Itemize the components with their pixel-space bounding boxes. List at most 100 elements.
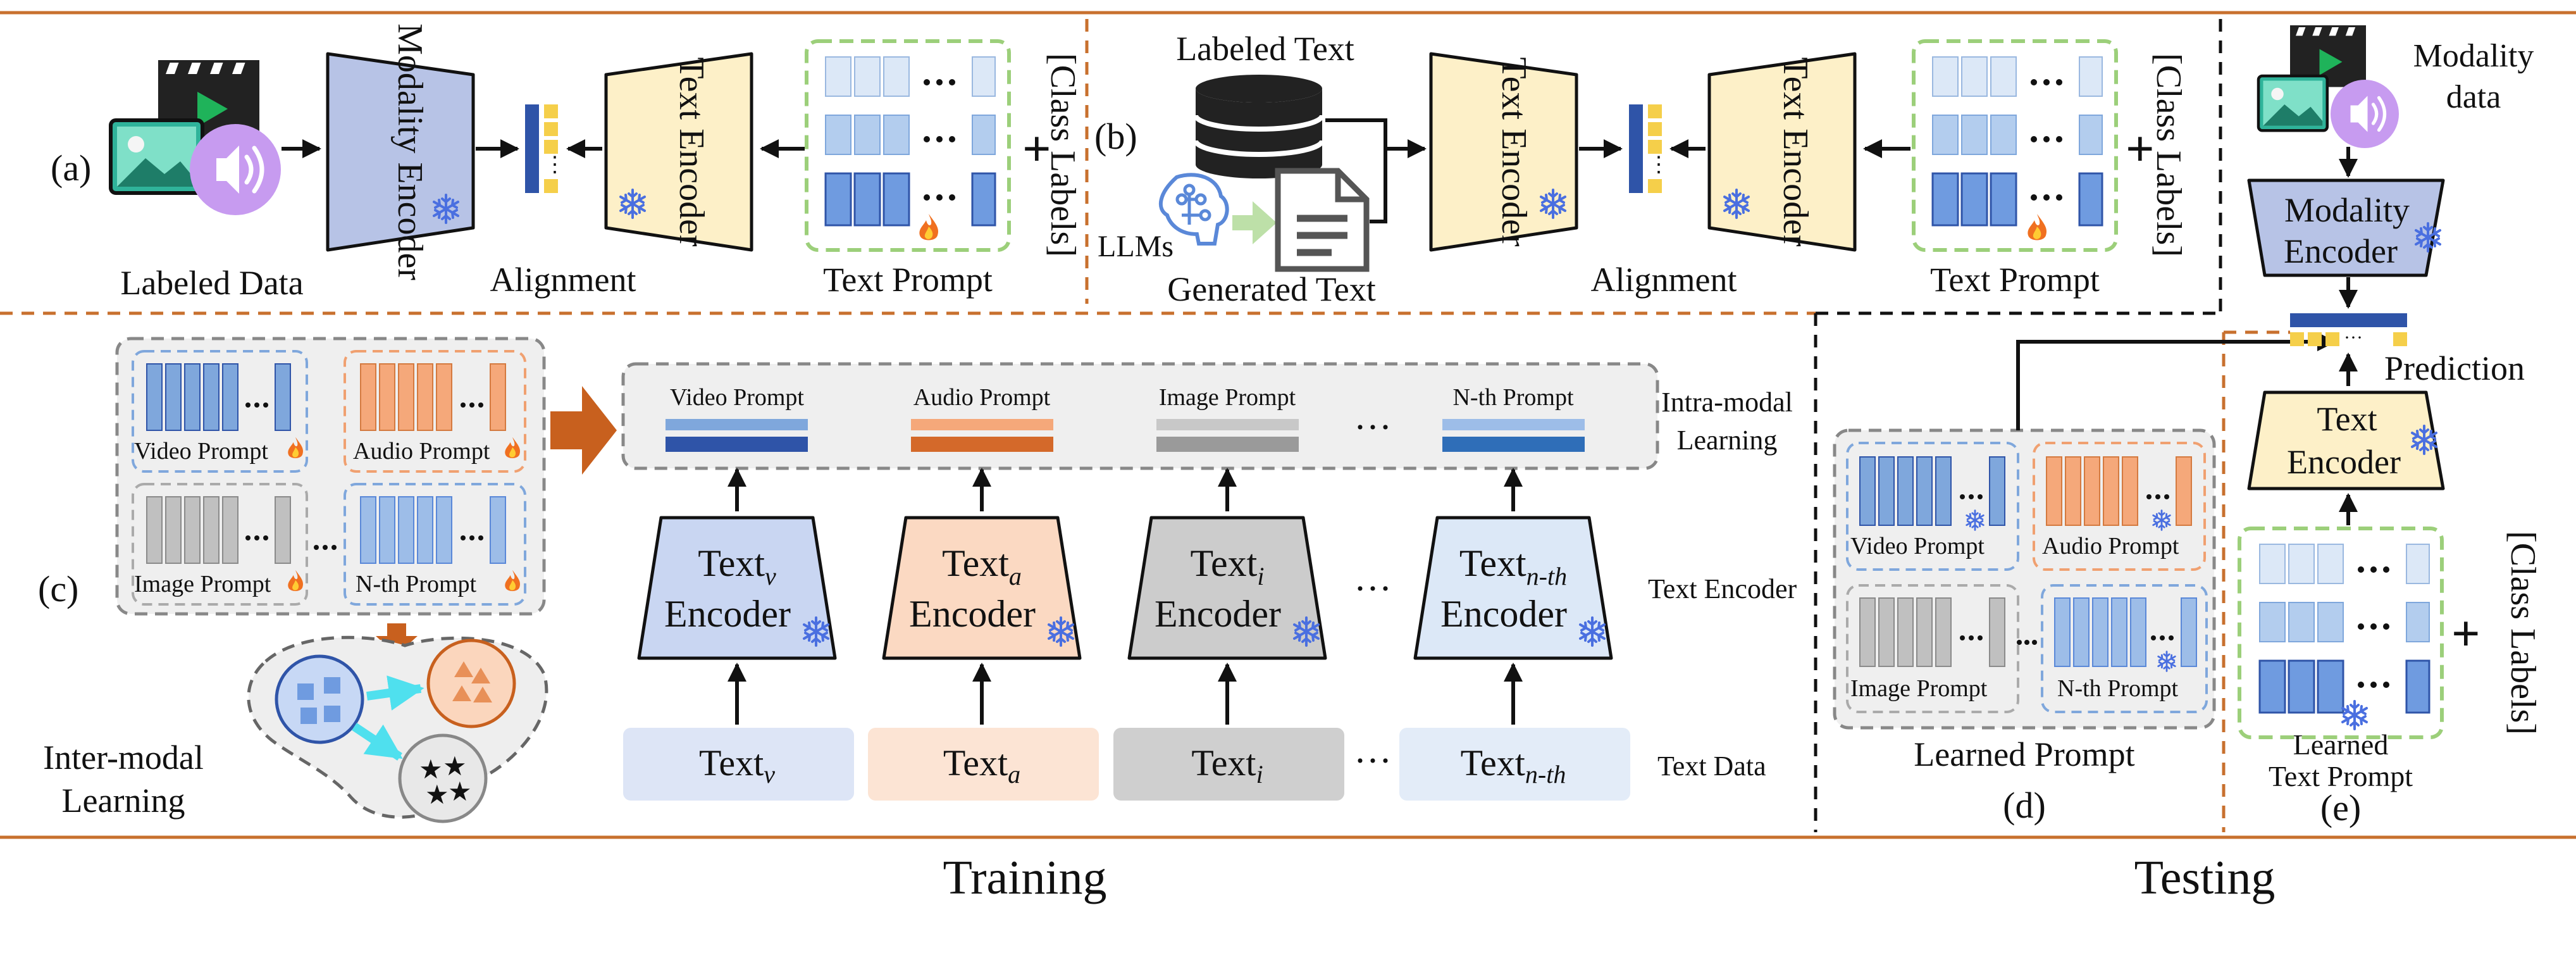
- svg-text:Image Prompt: Image Prompt: [134, 571, 271, 597]
- text-encoder-b-left: Text Encoder: [1429, 52, 1578, 252]
- svg-text:Video Prompt: Video Prompt: [1850, 533, 1985, 559]
- plus-b: +: [2126, 122, 2155, 177]
- caption-labeled-data: Labeled Data: [120, 264, 303, 302]
- text-encoder-audio: Texta Encoder: [882, 516, 1082, 660]
- svg-text:Encoder: Encoder: [2287, 443, 2401, 481]
- audio-icon-e: [2331, 80, 2399, 148]
- footer-training: Training: [943, 851, 1106, 904]
- svg-text:★: ★: [425, 781, 449, 810]
- svg-text:Textn-th: Textn-th: [1461, 742, 1566, 789]
- labeled-text-label: Labeled Text: [1176, 30, 1354, 68]
- svg-text:Text Encoder: Text Encoder: [1494, 57, 1533, 247]
- svg-text:Textv: Textv: [699, 742, 775, 789]
- text-data-audio: Texta: [868, 728, 1099, 801]
- svg-text:Text: Text: [2317, 400, 2377, 438]
- prediction-label: Prediction: [2384, 349, 2525, 387]
- modality-data-label-2: data: [2446, 79, 2501, 115]
- llm-to-doc-arrow: [1232, 201, 1277, 244]
- panel-d-label: (d): [2003, 785, 2046, 826]
- svg-text:★: ★: [443, 752, 467, 782]
- svg-text:Audio Prompt: Audio Prompt: [913, 384, 1051, 411]
- video-prompt-c: Video Prompt: [132, 350, 308, 473]
- down-orange-arrow: [376, 623, 418, 655]
- intra-modal-label-2: Learning: [1677, 425, 1778, 456]
- llms-label: LLMs: [1098, 230, 1173, 263]
- audio-prompt-c: Audio Prompt: [344, 350, 526, 473]
- svg-text:N-th Prompt: N-th Prompt: [356, 571, 477, 597]
- intra-video-prompt: Video Prompt: [666, 384, 808, 452]
- learned-text-prompt-label-2: Text Prompt: [2269, 760, 2413, 792]
- aligned-features-b: [1629, 104, 1669, 193]
- document-icon: [1275, 168, 1370, 272]
- plus-a: +: [1022, 122, 1051, 177]
- svg-text:Image Prompt: Image Prompt: [1850, 675, 1988, 702]
- svg-text:···: ···: [1354, 568, 1392, 609]
- panel-e-label: (e): [2320, 787, 2361, 828]
- svg-text:Encoder: Encoder: [664, 593, 791, 635]
- intra-audio-prompt: Audio Prompt: [911, 384, 1053, 452]
- database-icon: [1193, 75, 1325, 178]
- prediction-features: ···: [2290, 313, 2407, 348]
- svg-text:★: ★: [419, 756, 443, 785]
- svg-text:Texti: Texti: [1191, 742, 1263, 789]
- intra-nth-prompt: N-th Prompt: [1442, 384, 1585, 452]
- svg-text:Image Prompt: Image Prompt: [1159, 384, 1296, 411]
- image-icon: [109, 118, 204, 195]
- text-encoder-e: Text Encoder: [2247, 390, 2445, 490]
- text-prompt-b: [1912, 39, 2118, 252]
- audio-prompt-d: Audio Prompt: [2033, 442, 2206, 571]
- caption-alignment-b: Alignment: [1591, 261, 1737, 299]
- panel-d: Video Prompt Audio Prompt Image Prompt N…: [1833, 332, 2336, 826]
- image-icon-e: [2257, 74, 2329, 132]
- video-prompt-d: Video Prompt: [1846, 442, 2019, 571]
- svg-text:Encoder: Encoder: [1155, 593, 1281, 635]
- panel-e: Modality data Modality Encoder ··· Predi…: [2238, 25, 2542, 828]
- intra-modal-label-1: Intra-modal: [1661, 387, 1793, 418]
- svg-text:···: ···: [1354, 740, 1392, 782]
- modality-encoder-a: Modality Encoder: [326, 23, 475, 280]
- nth-prompt-d: N-th Prompt: [2041, 584, 2208, 713]
- svg-text:Texta: Texta: [942, 542, 1022, 590]
- svg-text:Modality: Modality: [2284, 191, 2410, 229]
- svg-text:Texti: Texti: [1191, 542, 1265, 590]
- class-labels-e: [Class Labels]: [2503, 531, 2542, 735]
- text-data-video: Textv: [623, 728, 854, 801]
- intra-image-prompt: Image Prompt: [1156, 384, 1299, 452]
- intra-modal-box: [621, 362, 1659, 470]
- text-data-nth: Textn-th: [1399, 728, 1630, 801]
- svg-text:N-th Prompt: N-th Prompt: [1452, 384, 1574, 411]
- llm-brain-icon: [1158, 173, 1229, 246]
- modality-data-label-1: Modality: [2413, 38, 2534, 74]
- svg-text:Encoder: Encoder: [2284, 232, 2398, 270]
- nth-prompt-c: N-th Prompt: [344, 483, 526, 606]
- svg-text:···: ···: [1354, 406, 1392, 448]
- video-clapper-icon-e: [2290, 25, 2366, 87]
- text-encoder-b-right: Text Encoder: [1707, 52, 1857, 252]
- panel-b-label: (b): [1094, 116, 1137, 157]
- svg-text:Audio Prompt: Audio Prompt: [353, 438, 490, 465]
- svg-text:Modality Encoder: Modality Encoder: [390, 23, 430, 280]
- text-encoder-a: Text Encoder: [604, 52, 753, 252]
- panel-a: (a) Modality Encoder: [51, 23, 1082, 302]
- class-labels-b: [Class Labels]: [2149, 53, 2188, 257]
- text-encoder-video: Textv Encoder: [637, 516, 837, 660]
- text-data-image: Texti: [1113, 728, 1344, 801]
- svg-text:Video Prompt: Video Prompt: [670, 384, 804, 411]
- text-encoder-image: Texti Encoder: [1127, 516, 1327, 660]
- svg-text:Textn-th: Textn-th: [1459, 542, 1567, 590]
- row-label-text-data: Text Data: [1657, 751, 1766, 782]
- svg-text:Encoder: Encoder: [909, 593, 1036, 635]
- caption-text-prompt-b: Text Prompt: [1930, 261, 2100, 299]
- plus-e: +: [2451, 606, 2480, 662]
- svg-text:Audio Prompt: Audio Prompt: [2042, 533, 2179, 559]
- audio-icon: [190, 124, 281, 215]
- svg-text:···: ···: [2344, 327, 2363, 348]
- svg-text:Text Encoder: Text Encoder: [672, 57, 711, 247]
- svg-text:Encoder: Encoder: [1440, 593, 1567, 635]
- panel-c-label: (c): [38, 568, 78, 609]
- inter-modal-label-2: Learning: [62, 782, 185, 820]
- caption-alignment-a: Alignment: [490, 261, 636, 299]
- generated-text-label: Generated Text: [1167, 270, 1376, 308]
- image-prompt-d: Image Prompt: [1846, 584, 2019, 713]
- text-encoder-nth: Textn-th Encoder: [1413, 516, 1613, 660]
